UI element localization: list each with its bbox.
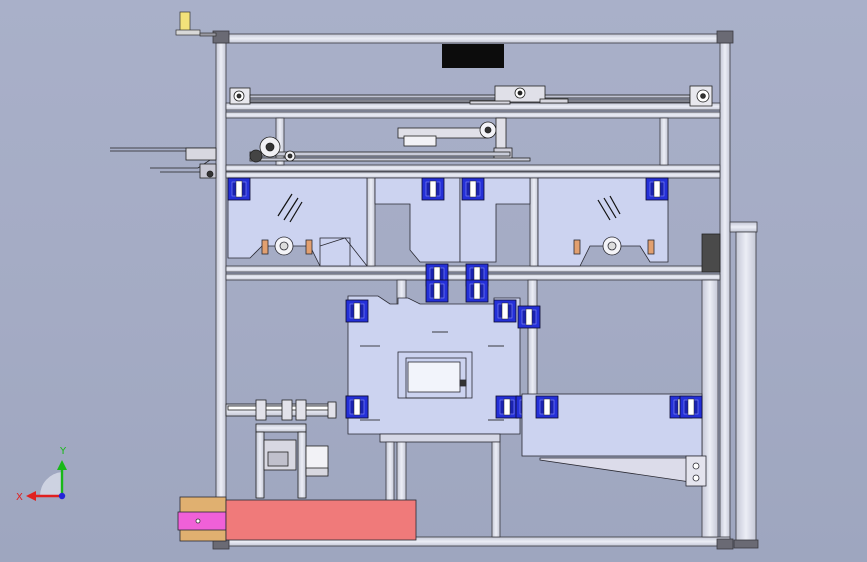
top-belt-assembly <box>229 85 713 107</box>
center-plate-assembly <box>347 295 521 443</box>
upper-hopper-panels <box>227 177 669 267</box>
lower-shaft-assembly <box>225 399 337 499</box>
z-axis-point <box>58 492 66 500</box>
coordinate-triad: Y X <box>16 446 67 503</box>
x-axis-label: X <box>16 492 23 503</box>
left-probe-arm <box>110 147 217 179</box>
crank-handle <box>175 11 217 37</box>
lower-shaft-brackets <box>345 395 369 419</box>
top-motor-block <box>442 44 504 68</box>
right-side-post <box>729 221 759 549</box>
mid-linkage <box>249 117 531 163</box>
y-axis-label: Y <box>59 446 67 457</box>
side-control-box <box>701 233 721 273</box>
bottom-base-blocks <box>177 496 417 542</box>
